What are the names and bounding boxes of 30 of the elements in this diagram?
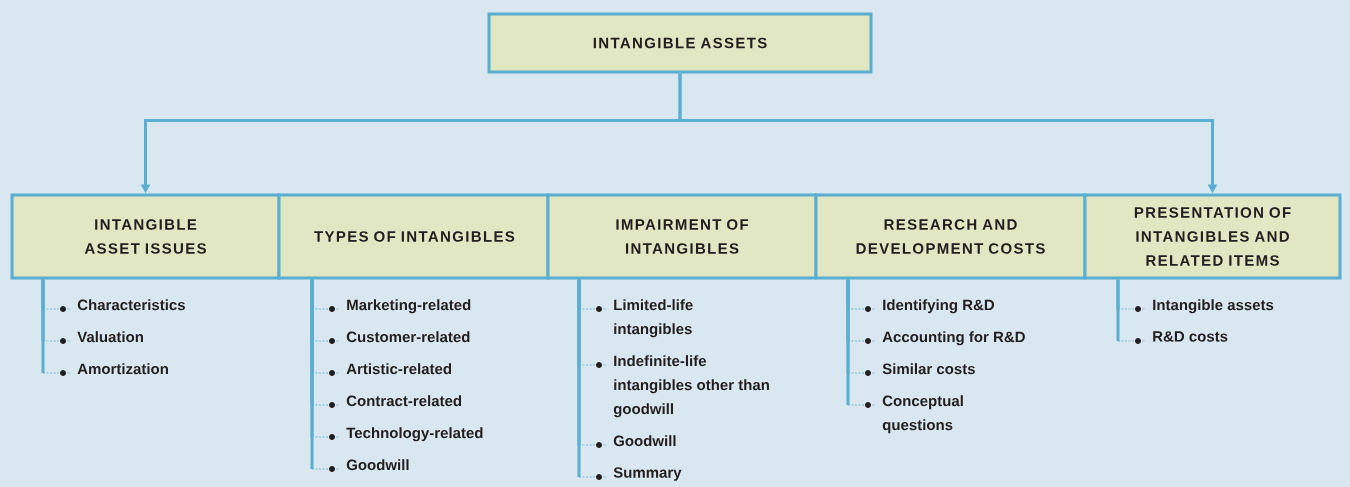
bullet-item: R&D costs [1153, 331, 1228, 342]
bullet-item: Artistic-related [346, 363, 452, 375]
heading-box: PRESENTATION OF INTANGIBLES AND RELATED ITEMS [1083, 193, 1342, 280]
bullet-item: Amortization [77, 363, 168, 375]
bracket-connector [41, 279, 72, 374]
heading-box: RESEARCH AND DEVELOPMENT COSTS [814, 193, 1087, 280]
heading-box: TYPES OF INTANGIBLES [277, 193, 550, 280]
bullet-item: Customer-related [346, 331, 470, 343]
bullet-item: Summary [613, 467, 682, 481]
bullet-item: Valuation [77, 331, 143, 343]
bullet-item: Identifying R&D [883, 299, 995, 314]
bullet-item: Limited-life intangibles [614, 299, 693, 338]
bullet-item: Technology-related [346, 427, 483, 442]
heading-box: IMPAIRMENT OF INTANGIBLES [546, 193, 818, 280]
bullet-item: Intangible assets [1153, 299, 1274, 314]
bullet-item: Characteristics [77, 299, 185, 311]
bullet-item: Indefinite-life intangibles other than goodwill [613, 355, 769, 418]
bullet-item: Goodwill [613, 435, 676, 447]
bullet-item: Marketing-related [347, 299, 471, 314]
bracket-connector [577, 279, 608, 478]
heading-box: INTANGIBLE ASSETS [487, 12, 873, 74]
bullet-item: Accounting for R&D [882, 331, 1025, 346]
bracket-connector [1116, 279, 1147, 342]
bracket-connector [846, 279, 877, 406]
bullet-item: Similar costs [882, 363, 975, 375]
bracket-connector [310, 279, 341, 470]
heading-box: INTANGIBLE ASSET ISSUES [10, 193, 281, 280]
bullet-item: Goodwill [346, 459, 409, 471]
bullet-item: Contract-related [346, 395, 462, 407]
bullet-item: Conceptual questions [882, 395, 963, 434]
